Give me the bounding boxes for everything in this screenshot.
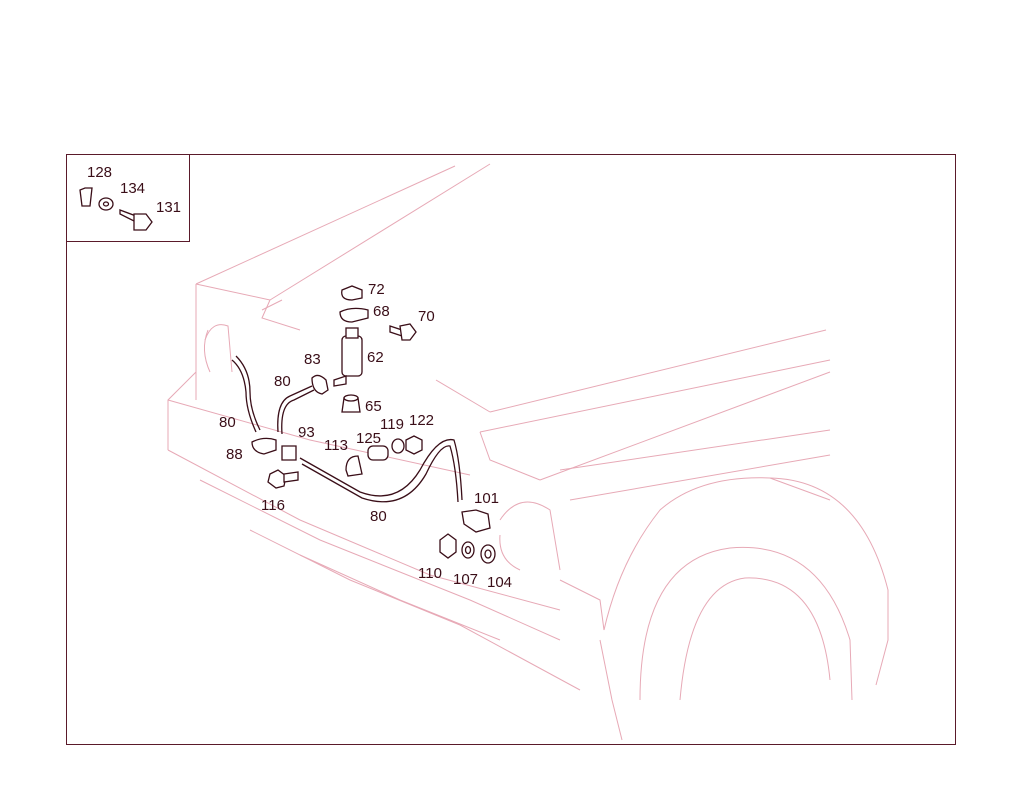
- main-parts: [231, 285, 496, 564]
- label-65: 65: [365, 398, 382, 415]
- label-134: 134: [120, 180, 145, 197]
- diagram-frame: [66, 154, 956, 745]
- car-outline: [167, 163, 889, 741]
- label-80-left: 80: [219, 414, 236, 431]
- spacer-125: [367, 445, 389, 461]
- label-88: 88: [226, 446, 243, 463]
- clamp-72: [341, 285, 363, 301]
- bracket-128: [79, 187, 93, 207]
- label-122: 122: [409, 412, 434, 429]
- nut-122: [405, 435, 423, 455]
- elbow-83: [311, 374, 329, 395]
- label-70: 70: [418, 308, 435, 325]
- label-119: 119: [380, 416, 404, 433]
- tpiece-93: [281, 445, 297, 461]
- bolt-116: [267, 469, 287, 489]
- washer-119: [391, 438, 405, 454]
- label-104: 104: [487, 574, 512, 591]
- hose-80-left: [231, 359, 257, 433]
- label-83: 83: [304, 351, 321, 368]
- nut-110: [439, 533, 457, 559]
- label-113: 113: [324, 437, 348, 454]
- label-128: 128: [87, 164, 112, 181]
- clip-113: [345, 455, 363, 477]
- connector-88: [251, 437, 277, 455]
- label-110: 110: [418, 565, 442, 582]
- label-131: 131: [156, 199, 181, 216]
- label-125: 125: [356, 430, 381, 447]
- label-107: 107: [453, 571, 478, 588]
- label-62: 62: [367, 349, 384, 366]
- label-116: 116: [261, 497, 285, 514]
- pump-62: [341, 335, 363, 377]
- label-68: 68: [373, 303, 390, 320]
- clamp-68: [339, 307, 369, 323]
- nozzle-101: [461, 509, 491, 533]
- hose-80-main: [299, 438, 463, 501]
- label-80-mid: 80: [274, 373, 291, 390]
- label-93: 93: [298, 424, 315, 441]
- inset-parts: [79, 187, 153, 231]
- hose-80-mid: [277, 385, 313, 433]
- label-101: 101: [474, 490, 499, 507]
- label-80-main: 80: [370, 508, 387, 525]
- label-72: 72: [368, 281, 385, 298]
- inset-frame: [66, 154, 190, 242]
